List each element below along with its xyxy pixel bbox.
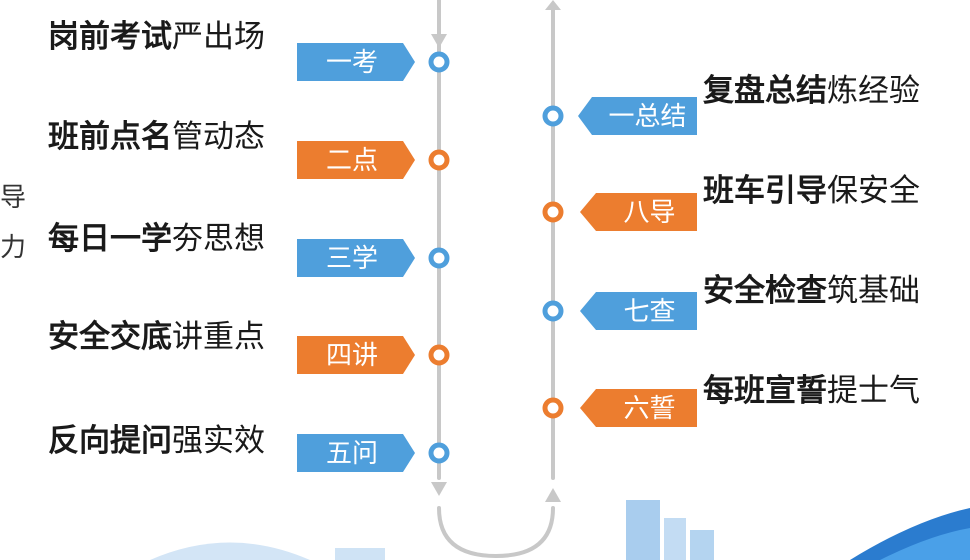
step-bold-text: 每日一学 (48, 221, 172, 257)
building-icon (664, 518, 686, 560)
step-rest-text: 严出场 (172, 19, 265, 55)
step-bold-text: 岗前考试 (48, 19, 172, 55)
bridge-icon (150, 542, 310, 560)
step-rest-text: 筑基础 (827, 273, 920, 309)
edge-char: 力 (0, 233, 27, 263)
step-node-right-1 (542, 201, 564, 223)
step-tag-text: 八导 (623, 198, 675, 228)
u-turn-curve (437, 506, 555, 559)
step-node-left-2 (428, 247, 450, 269)
step-tag-badge (297, 336, 415, 374)
skyline-decoration (150, 500, 970, 560)
step-rest-text: 讲重点 (172, 319, 265, 355)
step-bold-text: 班前点名 (48, 119, 172, 155)
step-tag-badge (580, 292, 697, 330)
building-icon (335, 548, 385, 560)
step-tag-badge (297, 239, 415, 277)
step-tag-badge (297, 434, 415, 472)
wave-icon (880, 528, 970, 560)
edge-char: 导 (0, 183, 27, 213)
step-node-left-3 (428, 344, 450, 366)
step-rest-text: 强实效 (172, 423, 265, 459)
step-bold-text: 复盘总结 (703, 73, 827, 109)
right-step-label: 安全检查筑基础 (703, 272, 920, 310)
track-arrows (431, 0, 561, 502)
arrow-up-icon (545, 488, 561, 502)
step-rest-text: 夯思想 (172, 221, 265, 257)
step-tag-badge (580, 193, 697, 231)
step-bold-text: 反向提问 (48, 423, 172, 459)
building-icon (690, 530, 714, 560)
step-tag-text: 二点 (326, 146, 378, 176)
step-bold-text: 安全检查 (703, 273, 827, 309)
step-tag-text: 一总结 (608, 102, 686, 132)
step-tag-badge (578, 97, 697, 135)
flow-track (437, 0, 555, 559)
right-step-label: 班车引导保安全 (703, 172, 920, 210)
left-step-label: 班前点名管动态 (48, 118, 265, 156)
right-step-label: 复盘总结炼经验 (703, 72, 920, 110)
left-step-label: 反向提问强实效 (48, 422, 265, 460)
step-tag-badge (297, 43, 415, 81)
step-tag-text: 一考 (326, 48, 378, 78)
step-node-left-4 (428, 442, 450, 464)
step-rest-text: 保安全 (827, 173, 920, 209)
step-tag-badge (297, 141, 415, 179)
step-tag-text: 五问 (326, 439, 378, 469)
step-tag-text: 七查 (623, 297, 675, 327)
step-bold-text: 安全交底 (48, 319, 172, 355)
arrow-up-icon (545, 0, 561, 10)
step-rest-text: 炼经验 (827, 73, 920, 109)
step-tag-text: 六誓 (623, 394, 675, 424)
step-tag-text: 三学 (326, 244, 378, 274)
arrow-down-icon (431, 34, 447, 48)
step-node-right-2 (542, 300, 564, 322)
left-step-label: 岗前考试严出场 (48, 18, 265, 56)
step-rest-text: 管动态 (172, 119, 265, 155)
step-node-left-1 (428, 149, 450, 171)
left-step-label: 每日一学夯思想 (48, 220, 265, 258)
step-tag-badge (580, 389, 697, 427)
step-node-right-0 (542, 105, 564, 127)
arrow-down-icon (431, 482, 447, 496)
step-tag-text: 四讲 (326, 341, 378, 371)
right-step-label: 每班宣誓提士气 (703, 372, 920, 410)
step-rest-text: 提士气 (827, 373, 920, 409)
building-icon (626, 500, 660, 560)
nodes-layer (428, 51, 564, 464)
step-node-right-3 (542, 397, 564, 419)
step-bold-text: 班车引导 (703, 173, 827, 209)
step-node-left-0 (428, 51, 450, 73)
step-bold-text: 每班宣誓 (703, 373, 827, 409)
left-step-label: 安全交底讲重点 (48, 318, 265, 356)
